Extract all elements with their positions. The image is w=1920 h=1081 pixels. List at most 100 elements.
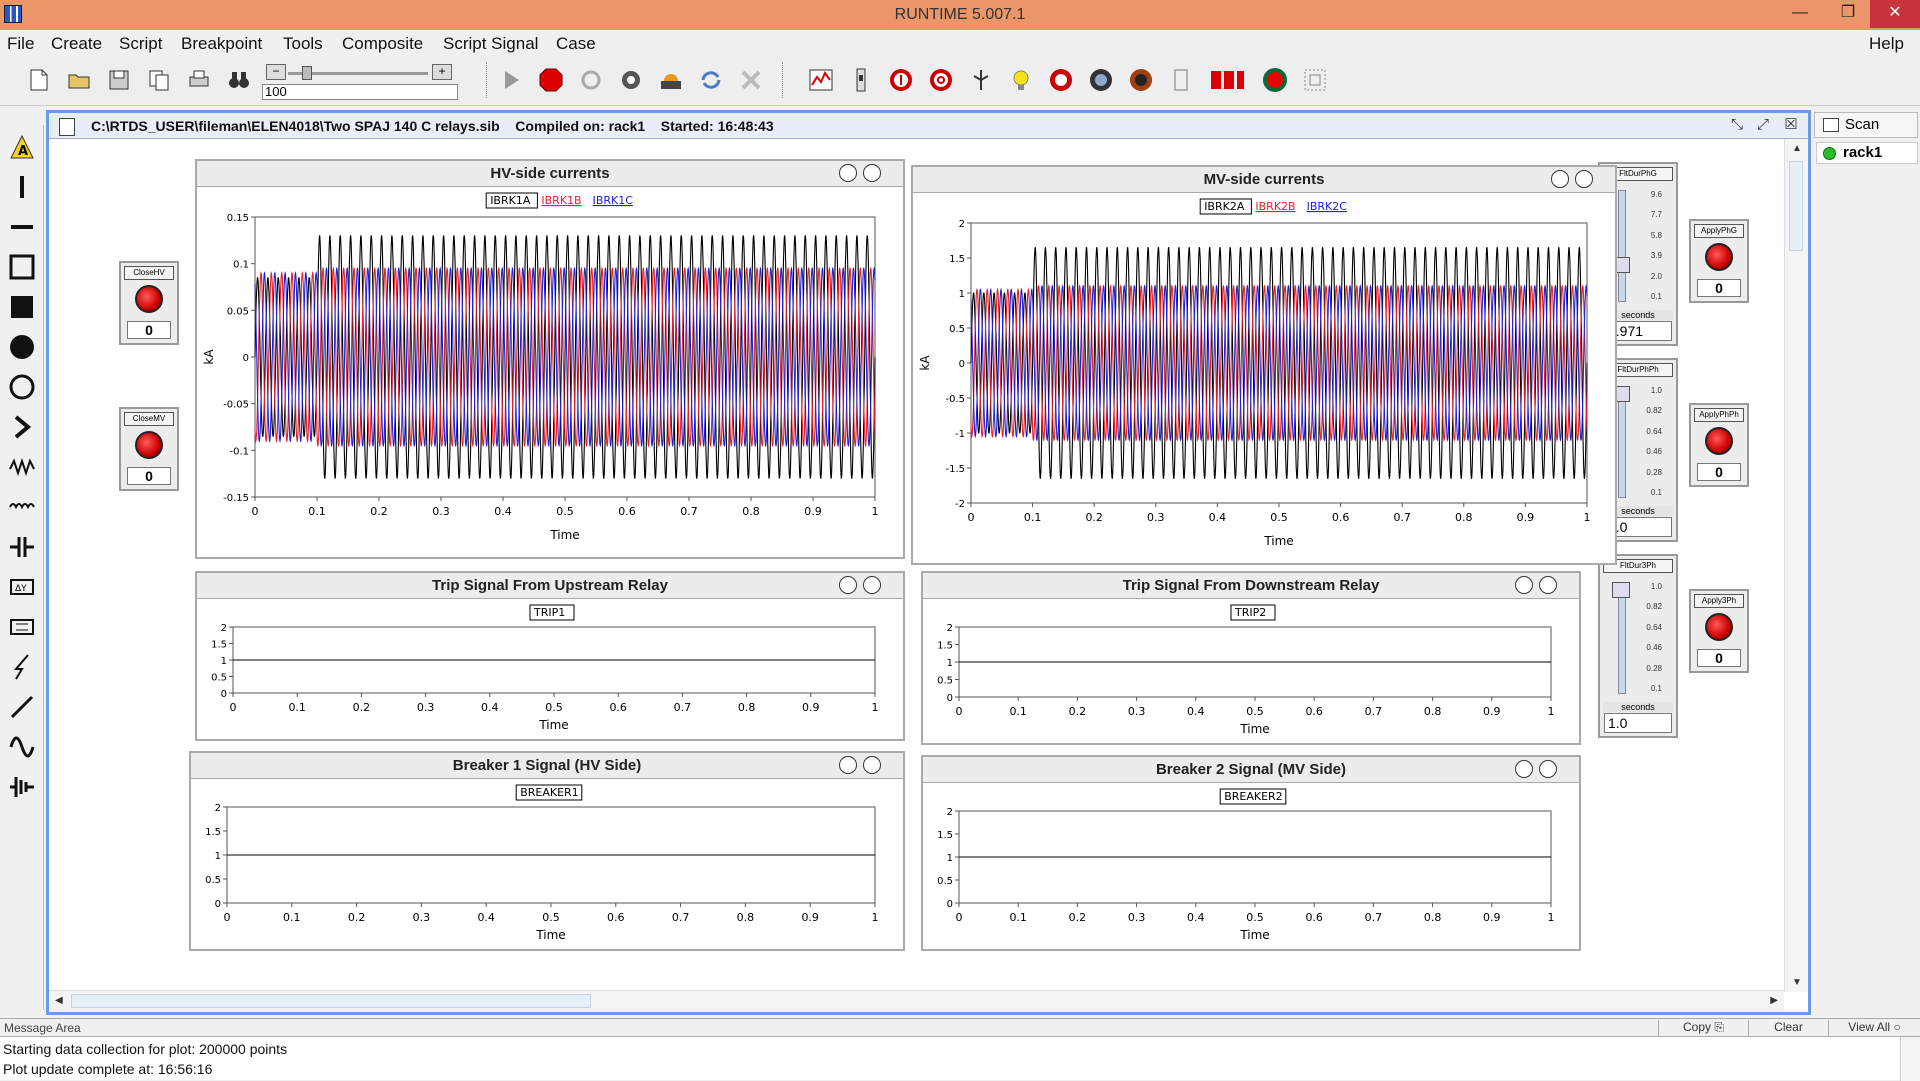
scan-button[interactable]: Scan: [1814, 112, 1918, 138]
switch-icon[interactable]: [1164, 63, 1198, 97]
light-bulb-icon[interactable]: [1004, 63, 1038, 97]
push-button-o-icon[interactable]: [924, 63, 958, 97]
menu-help[interactable]: Help: [1869, 34, 1904, 53]
menu-case[interactable]: Case: [556, 34, 596, 53]
runtime-canvas[interactable]: CloseHV 0 CloseMV 0 ApplyPhG 0 ApplyPhPh…: [49, 139, 1784, 992]
menu-composite[interactable]: Composite: [342, 34, 424, 53]
zoom-slider-track[interactable]: [288, 72, 428, 75]
reset-icon[interactable]: [574, 63, 608, 97]
horizontal-line-tool-icon[interactable]: [4, 209, 40, 245]
copy-icon[interactable]: [142, 63, 176, 97]
apply-phph-button[interactable]: [1705, 427, 1733, 455]
minimize-button[interactable]: —: [1792, 4, 1808, 21]
plot-options-icon[interactable]: [1551, 170, 1569, 188]
knob-icon[interactable]: [1084, 63, 1118, 97]
push-button-i-icon[interactable]: [884, 63, 918, 97]
plot-options-icon[interactable]: [839, 576, 857, 594]
vertical-scroll-thumb[interactable]: [1789, 161, 1803, 251]
meter-icon[interactable]: [844, 63, 878, 97]
close-draft-icon[interactable]: ☒: [1784, 116, 1798, 133]
menu-create[interactable]: Create: [51, 34, 103, 53]
transformer2-tool-icon[interactable]: [4, 609, 40, 645]
vertical-scrollbar[interactable]: ▲ ▼: [1784, 139, 1808, 992]
close-hv-button[interactable]: [135, 285, 163, 313]
play-icon[interactable]: [494, 63, 528, 97]
view-all-button[interactable]: View All ○: [1828, 1020, 1920, 1036]
filled-circle-tool-icon[interactable]: [4, 329, 40, 365]
settings-gear-icon[interactable]: [614, 63, 648, 97]
close-window-button[interactable]: ✕: [1870, 0, 1920, 28]
fltdur-3ph-value[interactable]: 1.0: [1604, 713, 1672, 733]
plot-options-icon[interactable]: [1515, 576, 1533, 594]
apply-phg-button[interactable]: [1705, 243, 1733, 271]
shrink-window-icon[interactable]: ⤡: [1730, 116, 1743, 133]
filled-rectangle-tool-icon[interactable]: [4, 289, 40, 325]
new-file-icon[interactable]: [22, 63, 56, 97]
transformer-tool-icon[interactable]: ΔY: [4, 569, 40, 605]
menu-file[interactable]: File: [7, 34, 35, 53]
plot-toggle-icon[interactable]: [863, 576, 881, 594]
rectangle-tool-icon[interactable]: [4, 249, 40, 285]
lamp-icon[interactable]: [654, 63, 688, 97]
scroll-down-icon[interactable]: ▼: [1792, 977, 1802, 988]
rotary-icon[interactable]: [1124, 63, 1158, 97]
stop-icon[interactable]: [534, 63, 568, 97]
ground-tool-icon[interactable]: [4, 769, 40, 805]
horizontal-scroll-thumb[interactable]: [71, 994, 591, 1008]
open-folder-icon[interactable]: [62, 63, 96, 97]
clear-button[interactable]: Clear: [1748, 1020, 1828, 1036]
bar-meter-icon[interactable]: [1210, 63, 1244, 97]
save-icon[interactable]: [102, 63, 136, 97]
menu-script-signal[interactable]: Script Signal: [443, 34, 539, 53]
zoom-value[interactable]: 100: [262, 84, 458, 100]
close-mv-button[interactable]: [135, 431, 163, 459]
message-log-scrollbar[interactable]: [1900, 1037, 1920, 1081]
menu-script[interactable]: Script: [119, 34, 163, 53]
copy-button[interactable]: Copy ⎘: [1658, 1020, 1748, 1036]
find-binoculars-icon[interactable]: [222, 63, 256, 97]
resistor-tool-icon[interactable]: [4, 449, 40, 485]
disabled-tool-icon[interactable]: [734, 63, 768, 97]
zoom-slider-thumb[interactable]: [302, 66, 312, 80]
rack-item[interactable]: rack1: [1816, 142, 1918, 164]
record-button-icon[interactable]: [1258, 63, 1292, 97]
grid-icon[interactable]: [1298, 63, 1332, 97]
zoom-out-icon[interactable]: −: [266, 64, 286, 80]
menu-tools[interactable]: Tools: [283, 34, 323, 53]
inductor-tool-icon[interactable]: [4, 489, 40, 525]
plot-options-icon[interactable]: [839, 164, 857, 182]
vertical-line-tool-icon[interactable]: [4, 169, 40, 205]
apply-3ph-button[interactable]: [1705, 613, 1733, 641]
text-tool-icon[interactable]: A: [4, 129, 40, 165]
fault-tool-icon[interactable]: [4, 649, 40, 685]
maximize-button[interactable]: ❐: [1840, 4, 1856, 21]
plot-toggle-icon[interactable]: [1539, 760, 1557, 778]
capacitor-tool-icon[interactable]: [4, 529, 40, 565]
sine-source-tool-icon[interactable]: [4, 729, 40, 765]
plot-toggle-icon[interactable]: [863, 756, 881, 774]
plot-toggle-icon[interactable]: [1575, 170, 1593, 188]
arrow-tool-icon[interactable]: [4, 409, 40, 445]
dial-icon[interactable]: [1044, 63, 1078, 97]
scroll-right-icon[interactable]: ▶: [1770, 995, 1778, 1006]
zoom-in-icon[interactable]: +: [432, 64, 452, 80]
print-icon[interactable]: [182, 63, 216, 97]
fltdur-3ph-knob[interactable]: [1612, 582, 1630, 598]
fltdur-3ph-track[interactable]: [1618, 582, 1626, 694]
antenna-icon[interactable]: [964, 63, 998, 97]
plot-options-icon[interactable]: [1515, 760, 1533, 778]
fltdur-phph-track[interactable]: [1618, 386, 1626, 498]
expand-window-icon[interactable]: ⤢: [1756, 116, 1769, 133]
zoom-control[interactable]: − + 100: [262, 64, 458, 100]
plot-toggle-icon[interactable]: [1539, 576, 1557, 594]
menu-breakpoint[interactable]: Breakpoint: [181, 34, 263, 53]
scroll-up-icon[interactable]: ▲: [1792, 143, 1802, 154]
plot-toggle-icon[interactable]: [863, 164, 881, 182]
scroll-left-icon[interactable]: ◀: [55, 995, 63, 1006]
